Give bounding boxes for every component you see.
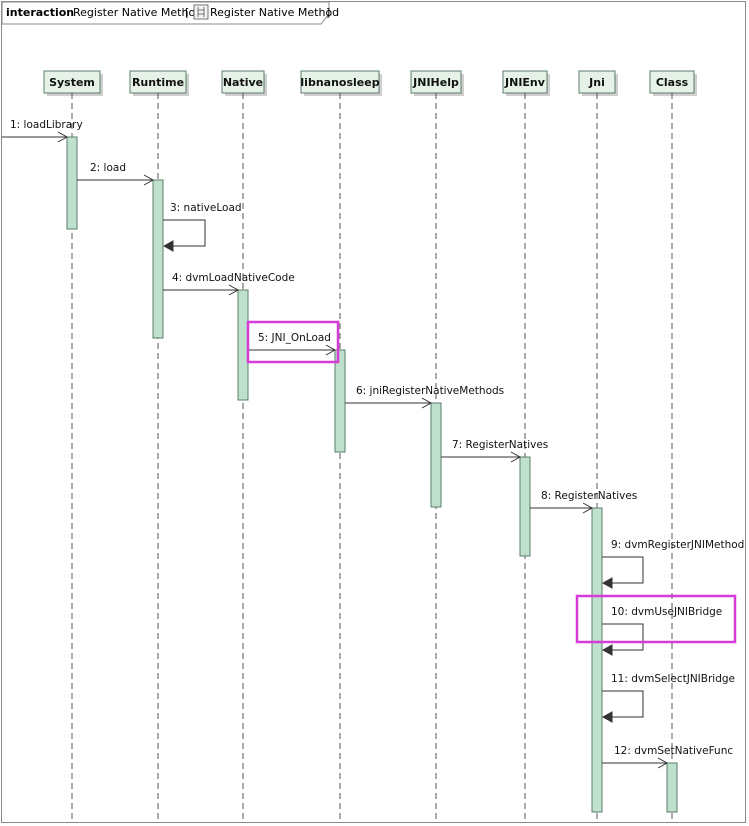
message-arrowhead [601,711,613,723]
interaction-diagram-icon [193,4,209,20]
lifeline-name: JNIHelp [412,76,459,89]
header-diagram-name: Register Native Method [73,6,202,19]
message-11[interactable]: 11: dvmSelectJNIBridge [601,673,735,723]
header-ref-name: Register Native Method [210,6,339,19]
self-message-line [602,690,644,718]
activation-bar-native [237,289,249,401]
message-2[interactable]: 2: load [77,162,155,186]
lifeline-native[interactable]: Native [221,70,267,823]
lifeline-jnienv[interactable]: JNIEnv [502,70,550,823]
lifeline-name: Class [656,76,689,89]
message-arrowhead [582,502,594,514]
frame-header: interaction Register Native Method [ Reg… [1,1,339,25]
message-label: 9: dvmRegisterJNIMethod [611,539,744,551]
message-arrowhead [325,344,337,356]
header-keyword: interaction [6,6,74,19]
lifeline-libnanosleep[interactable]: libnanosleep [300,70,382,823]
highlight-box-message-5 [246,320,340,364]
activation-bar-jnienv [519,456,531,557]
activation-bar-class [666,762,678,813]
message-label: 2: load [90,162,126,174]
message-label: 3: nativeLoad [170,202,242,214]
message-label: 7: RegisterNatives [452,439,548,451]
self-message-line [163,219,206,247]
lifeline-name: JNIEnv [504,76,546,89]
message-arrowhead [57,131,69,143]
message-label: 5: JNI_OnLoad [258,332,331,344]
message-label: 8: RegisterNatives [541,490,637,502]
activation-bar-runtime [152,179,164,339]
lifeline-name: libnanosleep [300,76,379,89]
message-label: 11: dvmSelectJNIBridge [611,673,735,685]
lifeline-name: Native [223,76,263,89]
header-close-bracket: ] [326,6,330,19]
activations [66,136,678,813]
activation-bar-jnihelp [430,402,442,508]
message-6[interactable]: 6: jniRegisterNativeMethods [345,385,504,409]
message-12[interactable]: 12: dvmSetNativeFunc [602,745,733,769]
activation-bar-jni [591,507,603,813]
self-message-line [602,623,644,651]
message-10[interactable]: 10: dvmUseJNIBridge [601,606,722,656]
message-arrowhead [601,644,613,656]
lifeline-name: Jni [588,76,605,89]
highlights [246,320,737,644]
highlight-box-message-10 [575,594,737,644]
lifeline-name: Runtime [132,76,184,89]
message-arrowhead [143,174,155,186]
header-open-bracket: [ [185,6,189,19]
message-7[interactable]: 7: RegisterNatives [441,439,548,463]
message-4[interactable]: 4: dvmLoadNativeCode [163,272,295,296]
message-5[interactable]: 5: JNI_OnLoad [248,332,337,356]
message-arrowhead [510,451,522,463]
message-label: 4: dvmLoadNativeCode [172,272,295,284]
message-9[interactable]: 9: dvmRegisterJNIMethod [601,539,744,589]
message-label: 12: dvmSetNativeFunc [614,745,733,757]
message-arrowhead [657,757,669,769]
message-label: 10: dvmUseJNIBridge [611,606,722,618]
message-1[interactable]: 1: loadLibrary [2,119,83,143]
message-arrowhead [601,577,613,589]
activation-bar-system [66,136,78,230]
self-message-line [602,556,644,584]
lifeline-jni[interactable]: Jni [578,70,618,823]
frame-header-tab [1,1,330,25]
lifeline-name: System [49,76,95,89]
message-arrowhead [421,397,433,409]
message-arrowhead [162,240,174,252]
lifeline-class[interactable]: Class [649,70,697,823]
message-arrowhead [228,284,240,296]
message-label: 6: jniRegisterNativeMethods [356,385,504,397]
message-8[interactable]: 8: RegisterNatives [530,490,637,514]
message-label: 1: loadLibrary [10,119,83,131]
messages: 1: loadLibrary 2: load 3: nativeLoad 4: dvm… [2,119,744,769]
activation-bar-libnanosleep [334,349,346,453]
message-3[interactable]: 3: nativeLoad [162,202,242,252]
